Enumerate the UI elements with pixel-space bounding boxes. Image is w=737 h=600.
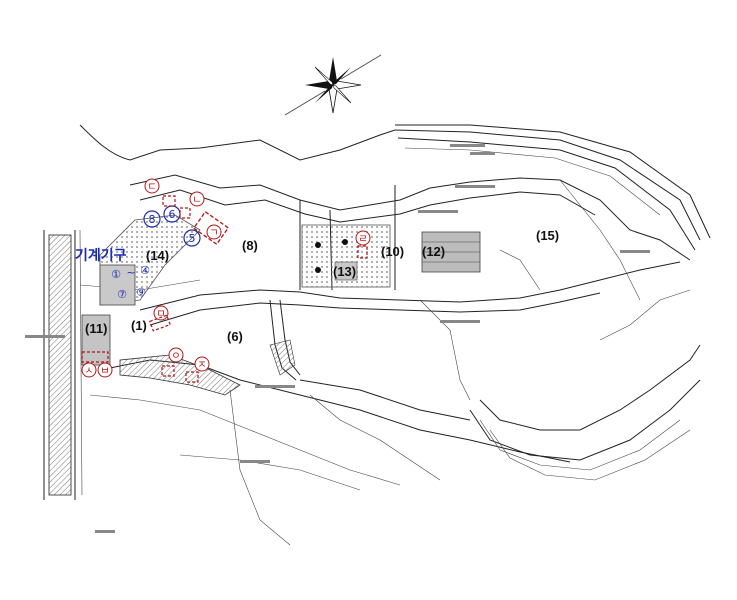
svg-text:ㄹ: ㄹ [358, 234, 367, 245]
zone-label-14: (14) [146, 248, 169, 263]
north-arrow-compass-icon [284, 54, 382, 116]
svg-text:①: ① [111, 268, 121, 281]
site-marker-rieul: ㄹ [355, 230, 371, 259]
site-marker-bieup: ㅂ [81, 351, 113, 378]
machine-marker-8: 8 [143, 210, 161, 228]
site-marker-mieum: ㅁ [149, 305, 171, 332]
svg-text:⑦: ⑦ [117, 288, 127, 301]
lower-roads [89, 299, 701, 546]
zone-label-11: (15) [536, 228, 559, 243]
zone-15-building [81, 314, 111, 366]
machine-marker-6: 6 [163, 205, 181, 223]
svg-text:ㅅ: ㅅ [84, 366, 93, 377]
machine-marker-4: ④ [140, 264, 150, 277]
slope-hatch-2 [269, 339, 296, 376]
zone-label-12: (12) [422, 244, 445, 259]
zone-label-1: (1) [131, 318, 147, 333]
zone-14-building [99, 264, 136, 306]
svg-text:6: 6 [169, 208, 176, 221]
svg-text:ㄷ: ㄷ [147, 182, 156, 193]
svg-text:ㅂ: ㅂ [100, 366, 109, 377]
zone-label-13: (13) [333, 264, 356, 279]
machine-marker-7: ⑦ [117, 288, 127, 301]
machine-marker-1: ① [111, 268, 121, 281]
map-title: 기계기구 [75, 248, 127, 264]
site-boundary [79, 124, 711, 251]
svg-text:5: 5 [189, 232, 196, 245]
site-marker-ieung: ㅇ [161, 347, 184, 377]
svg-text:ㅇ: ㅇ [171, 351, 180, 362]
svg-text:ㅁ: ㅁ [156, 309, 165, 320]
site-marker-nieun: ㄴ [179, 191, 205, 219]
contours [179, 179, 691, 491]
zone-label-15: (11) [85, 321, 107, 336]
svg-text:ㅈ: ㅈ [197, 360, 206, 371]
site-marker-digeut: ㄷ [144, 178, 176, 207]
upper-roads [129, 174, 691, 291]
svg-text:⑨: ⑨ [136, 286, 146, 299]
zone-label-6: (6) [227, 329, 243, 344]
left-road [43, 229, 83, 500]
zone-label-10: (10) [381, 244, 404, 259]
svg-text:8: 8 [149, 213, 156, 226]
road-annotations [25, 144, 650, 533]
zone-13-building [334, 261, 358, 281]
machine-marker-separator: ~ [126, 266, 135, 279]
site-marker-siot: ㅅ [81, 362, 97, 378]
machine-marker-5: 5 [183, 229, 201, 247]
site-marker-giyeok: ㄱ [192, 210, 230, 246]
site-marker-jieut: ㅈ [185, 356, 210, 383]
svg-text:④: ④ [140, 264, 150, 277]
zone-label-8: (8) [242, 238, 258, 253]
svg-text:ㄴ: ㄴ [192, 195, 201, 206]
slope-hatch [119, 354, 241, 396]
svg-text:ㄱ: ㄱ [209, 228, 218, 239]
machine-marker-9: ⑨ [136, 286, 146, 299]
